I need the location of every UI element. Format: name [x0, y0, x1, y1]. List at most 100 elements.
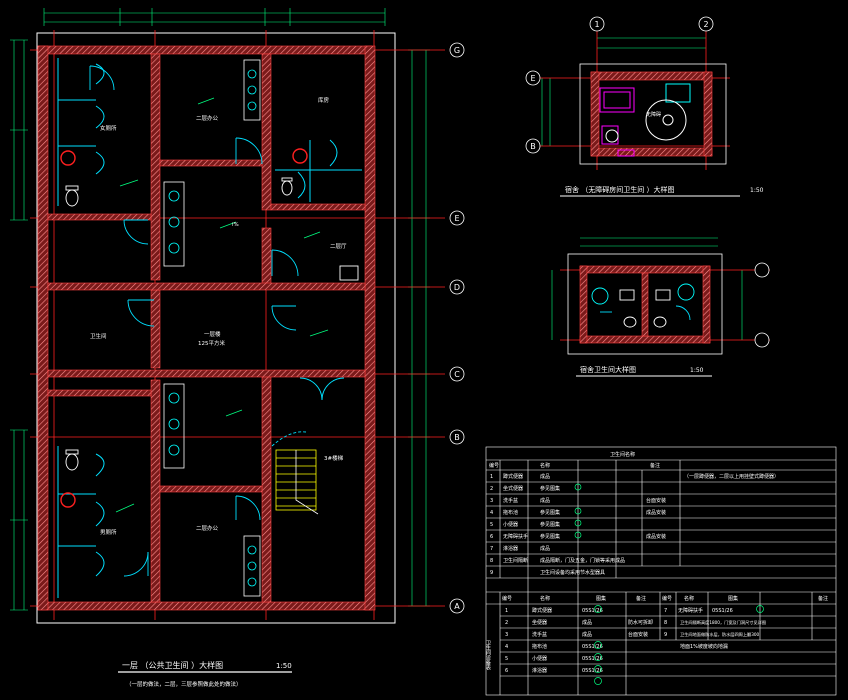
accessible-symbols: [60, 148, 308, 508]
detail2-title: 宿舍卫生间大样图: [580, 365, 636, 374]
table-cell: 1: [505, 608, 508, 614]
detail1-grid-label: B: [530, 142, 536, 151]
table-cell: 成品: [582, 619, 592, 626]
plan-frame: [36, 32, 396, 624]
room-label: 3#楼梯: [324, 454, 344, 462]
table-cell: 4: [490, 510, 493, 516]
table-col-header: 名称: [540, 462, 550, 469]
table-cell: 2: [490, 486, 493, 492]
table-cell: 参见图集: [540, 509, 560, 516]
table-cell: 6: [505, 668, 508, 674]
table-side-label: 卫生间设备表: [485, 640, 491, 671]
slope-label: i%: [232, 222, 239, 228]
table-cell: 05S1/26: [582, 668, 603, 674]
table-cell: 成品安装: [646, 509, 666, 516]
walls: [37, 45, 376, 611]
table-cell: 2: [505, 620, 508, 626]
table-cell: 坐便器: [532, 619, 547, 626]
grid-bubble-G: [449, 42, 465, 58]
table-cell: 6: [490, 534, 493, 540]
table-cell: 淋浴器: [532, 667, 547, 674]
table-cell: 5: [505, 656, 508, 662]
table-cell: （一层蹲便器，二层以上用挂壁式蹲便器）: [684, 473, 779, 480]
room-label: 二层厅: [330, 243, 347, 250]
grid-bubble-A: [449, 598, 465, 614]
room-label: 女厕所: [100, 124, 117, 132]
table-lower-header: 图集: [728, 595, 738, 602]
grid-label-D: D: [454, 283, 460, 292]
table-lower-header: 编号: [662, 595, 672, 602]
grid-label-A: A: [454, 602, 460, 611]
table-cell: 小便器: [532, 655, 547, 662]
table-cell: 卫生间隔断: [503, 557, 528, 564]
detail1-grid-bubbles: [525, 16, 714, 154]
table-cell: 7: [664, 608, 667, 614]
table-cell: 无障碍扶手: [678, 607, 703, 614]
toilet-fixtures: [65, 177, 359, 471]
grid-bubble-E: [449, 210, 465, 226]
table-col-header: 编号: [489, 462, 499, 469]
detail1-grid-label: 2: [703, 20, 708, 29]
table-cell: 8: [490, 558, 493, 564]
table-cell: 参见图集: [540, 521, 560, 528]
table-lower-header: 图集: [596, 595, 606, 602]
grid-label-G: G: [454, 46, 460, 55]
table-cell: 卫生间地面做防水层，防水层四周上翻300: [680, 631, 760, 638]
table-cell: 坐式便器: [503, 485, 523, 492]
room-label: 男厕所: [100, 528, 117, 536]
detail1-label: 无障碍: [646, 111, 661, 118]
table-cell: 蹲式便器: [503, 473, 523, 480]
table-cell: 地面1%坡度坡向地漏: [680, 643, 728, 650]
detail1-grid-label: E: [530, 74, 535, 83]
grid-bubble-D: [449, 279, 465, 295]
table-cell: 成品安装: [646, 533, 666, 540]
table-cell: 05S1/26: [582, 656, 603, 662]
table-cell: 卫生间隔断高度1800，门宽及门洞尺寸见详图: [680, 619, 766, 626]
wheelchair-icon: [292, 148, 308, 164]
left-dimensions: [10, 39, 28, 611]
table-cell: 05S1/26: [582, 644, 603, 650]
table-cell: 台面安装: [628, 631, 648, 638]
table-col-header: 备注: [650, 462, 660, 469]
detail-accessible-bathroom: 1 2 E B 无障碍 宿舍 （无障碍房间卫生间 ）大样图 1:50: [525, 16, 764, 197]
table-cell: 无障碍扶手: [503, 533, 528, 540]
grid-label-B: B: [454, 433, 460, 442]
table-header-title: 卫生间名称: [610, 451, 635, 458]
plan-subtitle: （一层的做法，二层，三层参照做此处的做法）: [126, 680, 242, 688]
slope-arrows: [115, 97, 329, 513]
room-label: 一层楼: [204, 330, 221, 338]
table-cell: 小便器: [503, 521, 518, 528]
plan-scale: 1:50: [276, 662, 292, 670]
table-cell: 蹲式便器: [532, 607, 552, 614]
table-cell: 1: [490, 474, 493, 480]
sink-fixtures: [163, 59, 261, 597]
table-cell: 淋浴器: [503, 545, 518, 552]
table-cell: 3: [490, 498, 493, 504]
table-cell: 9: [490, 570, 493, 576]
table-cell: 防水可拆卸: [628, 619, 653, 626]
top-dimensions: [43, 8, 386, 26]
detail1-scale: 1:50: [750, 187, 764, 194]
grid-bubble-B: [449, 429, 465, 445]
detail1-grid-label: 1: [594, 20, 599, 29]
table-cell: 参见图集: [540, 533, 560, 540]
table-cell: 成品: [540, 545, 550, 552]
table-cell: 洗手盆: [503, 497, 518, 504]
detail2-scale: 1:50: [690, 367, 704, 374]
table-lower-header: 名称: [540, 595, 550, 602]
table-lower-header: 备注: [818, 595, 828, 602]
right-dimensions: [408, 49, 430, 607]
table-cell: 成品隔断，门及五金，门锁等采用成品: [540, 557, 625, 564]
grid-bubbles: [449, 42, 465, 614]
partitions-bottom-left: [57, 446, 105, 598]
room-label-sub: 125平方米: [198, 339, 225, 347]
table-cell: 8: [664, 620, 667, 626]
partitions-top-right: [275, 139, 362, 202]
table-cell: 拖布池: [532, 643, 547, 650]
grid-label-E: E: [454, 214, 459, 223]
detail2-grid-bubbles: [754, 262, 770, 348]
room-label: 二层办公: [196, 524, 219, 532]
table-cell: 05S1/26: [582, 608, 603, 614]
wheelchair-icon: [60, 492, 76, 508]
table-cell: 洗手盆: [532, 631, 547, 638]
